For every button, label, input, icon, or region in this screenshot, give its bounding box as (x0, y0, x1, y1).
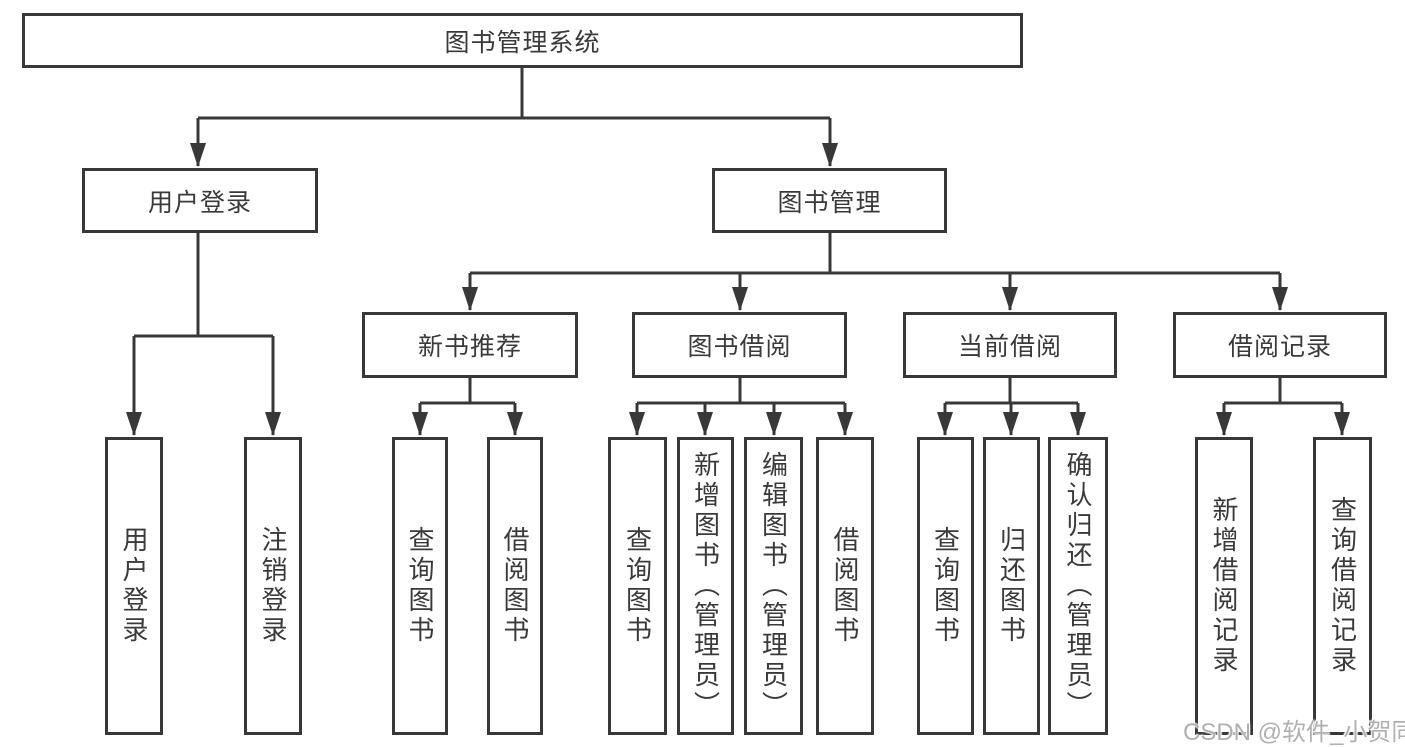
leaf-recommend-query-books: 查询图书 (392, 437, 448, 735)
node-user-login: 用户登录 (82, 168, 318, 233)
leaf-logout-label: 注销登录 (258, 526, 288, 646)
node-new-book-recommend-label: 新书推荐 (417, 333, 522, 361)
node-new-book-recommend: 新书推荐 (362, 312, 578, 378)
leaf-recommend-query-books-label: 查询图书 (405, 526, 435, 646)
connector-borrow-records-trunk (1224, 378, 1342, 405)
leaf-user-login: 用户登录 (105, 437, 163, 735)
leaf-recommend-borrow-books: 借阅图书 (487, 437, 543, 735)
leaf-return-books: 归还图书 (983, 437, 1040, 735)
node-current-borrow-label: 当前借阅 (957, 333, 1062, 361)
leaf-confirm-return-admin-label: 确认归还（管理员） (1063, 451, 1093, 721)
leaf-query-borrow-record: 查询借阅记录 (1313, 437, 1372, 735)
connector-current-borrow-trunk (945, 378, 1078, 405)
node-book-management: 图书管理 (712, 168, 947, 233)
node-current-borrow: 当前借阅 (903, 312, 1117, 378)
leaf-borrow-query-books: 查询图书 (608, 437, 667, 735)
node-borrow-records-label: 借阅记录 (1227, 333, 1332, 361)
node-root-system: 图书管理系统 (22, 13, 1023, 68)
leaf-edit-books-admin: 编辑图书（管理员） (744, 437, 803, 735)
leaf-edit-books-admin-label: 编辑图书（管理员） (758, 451, 789, 721)
connector-book-management-trunk (470, 233, 1280, 275)
node-borrow-records: 借阅记录 (1173, 312, 1387, 378)
node-book-borrow-label: 图书借阅 (687, 333, 792, 361)
leaf-confirm-return-admin: 确认归还（管理员） (1048, 437, 1108, 735)
leaf-borrow-books-label: 借阅图书 (830, 526, 860, 646)
connector-book-borrow-trunk (637, 378, 845, 405)
leaf-current-query-books-label: 查询图书 (930, 526, 961, 646)
leaf-user-login-label: 用户登录 (119, 526, 149, 646)
connector-new-book-trunk (420, 378, 515, 405)
csdn-watermark: CSDN @软件_小贺同学 (1183, 719, 1405, 746)
leaf-add-books-admin: 新增图书（管理员） (677, 437, 734, 735)
node-user-login-label: 用户登录 (147, 188, 252, 217)
leaf-add-books-admin-label: 新增图书（管理员） (690, 451, 721, 721)
node-book-borrow: 图书借阅 (632, 312, 847, 378)
node-book-management-label: 图书管理 (777, 188, 882, 217)
leaf-borrow-books: 借阅图书 (816, 437, 874, 735)
leaf-recommend-borrow-books-label: 借阅图书 (500, 526, 530, 646)
leaf-add-borrow-record: 新增借阅记录 (1195, 437, 1253, 735)
leaf-logout: 注销登录 (244, 437, 302, 735)
leaf-borrow-query-books-label: 查询图书 (622, 526, 653, 646)
leaf-current-query-books: 查询图书 (917, 437, 974, 735)
node-root-system-label: 图书管理系统 (444, 28, 601, 57)
leaf-return-books-label: 归还图书 (996, 526, 1027, 646)
leaf-query-borrow-record-label: 查询借阅记录 (1327, 496, 1358, 676)
connector-root-trunk (198, 66, 830, 120)
leaf-add-borrow-record-label: 新增借阅记录 (1209, 496, 1239, 676)
connector-user-login-trunk (134, 233, 273, 338)
